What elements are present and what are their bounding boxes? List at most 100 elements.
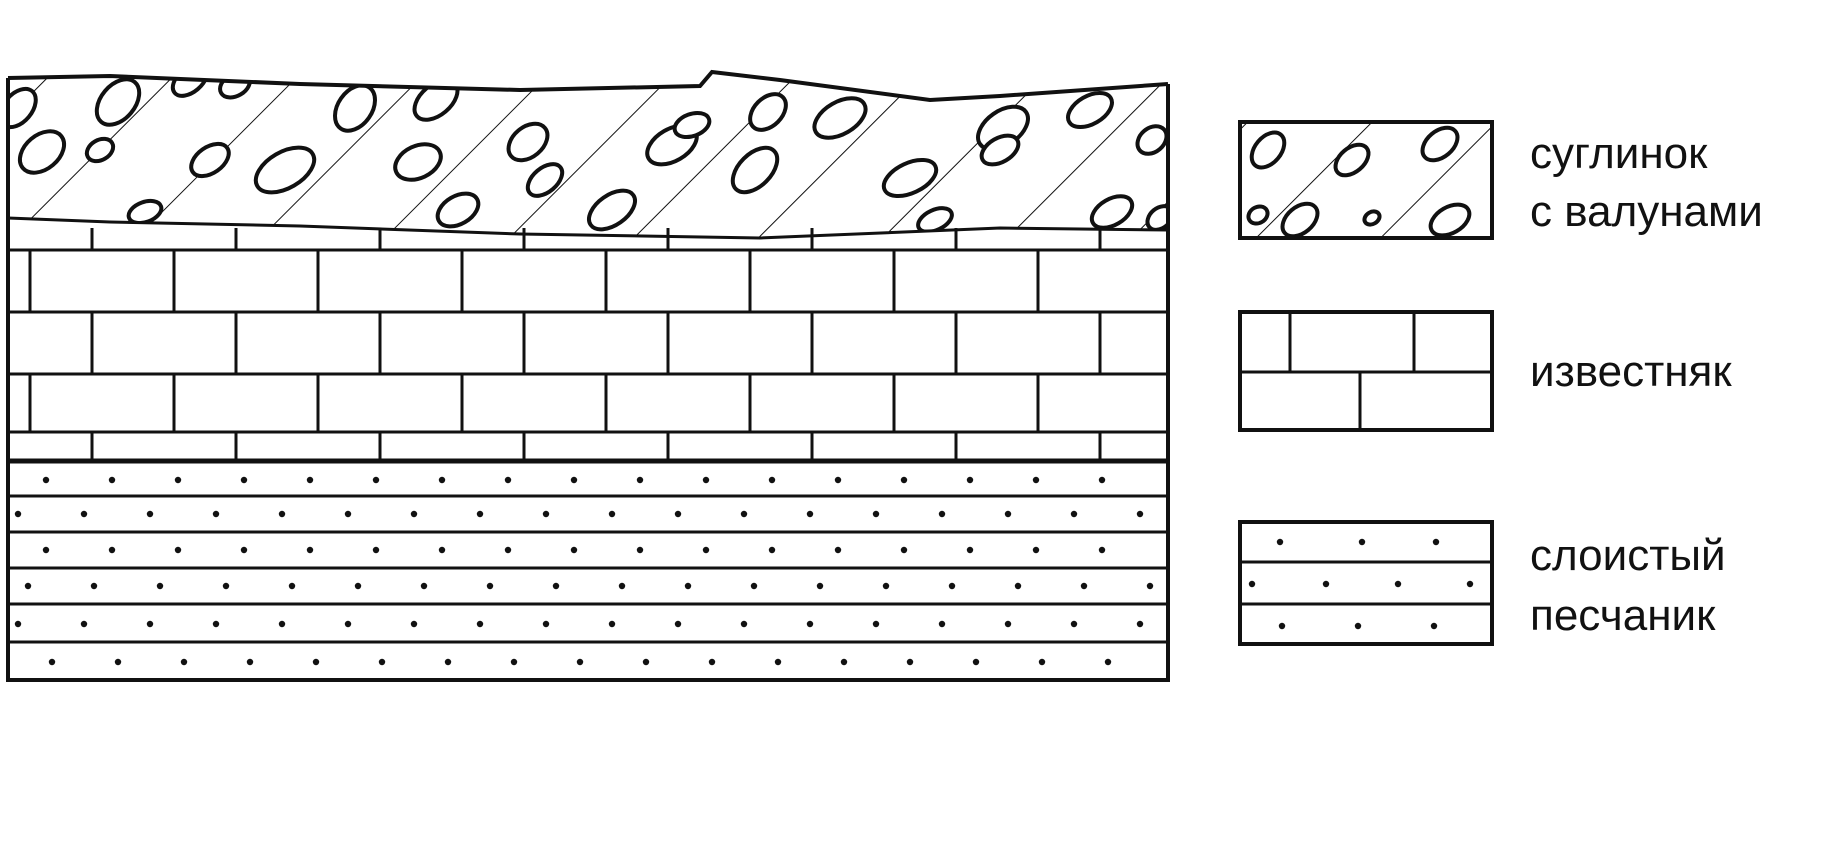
sand-grain-dot	[570, 476, 578, 484]
section-frame	[6, 78, 1170, 682]
sand-grain-dot	[344, 620, 352, 628]
sand-grain-dot	[900, 476, 908, 484]
sand-grain-dot	[312, 658, 320, 666]
sand-grain-dot	[1394, 580, 1402, 588]
boulder	[84, 136, 116, 164]
sand-grain-dot	[576, 658, 584, 666]
sand-grain-dot	[504, 546, 512, 554]
boulders-group	[8, 72, 1168, 234]
sand-grain-dot	[444, 658, 452, 666]
legend-swatch-loam	[1238, 120, 1494, 240]
legend-item-sandstone: слоистый песчаник	[1238, 520, 1726, 646]
sand-grain-dot	[80, 620, 88, 628]
sand-grain-dot	[1430, 622, 1438, 630]
boulder	[748, 92, 788, 132]
legend-label-sandstone-line2: песчаник	[1530, 591, 1716, 640]
sand-grain-dot	[180, 658, 188, 666]
boulder	[881, 157, 939, 199]
sand-grain-dot	[42, 476, 50, 484]
sand-grain-dot	[174, 546, 182, 554]
boulder	[435, 191, 481, 229]
boulder	[587, 188, 637, 232]
sand-grain-dot	[1038, 658, 1046, 666]
sand-grain-dot	[1466, 580, 1474, 588]
sand-grain-dot	[542, 620, 550, 628]
sand-grain-dot	[774, 658, 782, 666]
boulder	[253, 145, 317, 195]
sand-grain-dot	[1136, 620, 1144, 628]
sand-grain-dot	[24, 582, 32, 590]
sand-grain-dot	[344, 510, 352, 518]
sand-grain-dot	[108, 546, 116, 554]
boulder	[1420, 125, 1460, 163]
sand-grain-dot	[278, 510, 286, 518]
sand-grain-dot	[702, 476, 710, 484]
sand-grain-dot	[816, 582, 824, 590]
boulder	[1333, 142, 1371, 178]
sand-grain-dot	[1136, 510, 1144, 518]
sand-grain-dot	[1014, 582, 1022, 590]
legend-item-loam: суглинок с валунами	[1238, 120, 1763, 240]
sand-grain-dot	[938, 510, 946, 518]
sand-grain-dot	[1032, 546, 1040, 554]
legend-label-loam-line1: суглинок	[1530, 129, 1708, 178]
sand-grain-dot	[476, 510, 484, 518]
sand-grain-dot	[840, 658, 848, 666]
boulder	[525, 162, 565, 198]
sand-grain-dot	[90, 582, 98, 590]
sand-grain-dot	[278, 620, 286, 628]
sand-grain-dot	[1098, 476, 1106, 484]
sand-grain-dot	[212, 620, 220, 628]
sand-grain-dot	[1248, 580, 1256, 588]
sand-grain-dot	[246, 658, 254, 666]
sand-grain-dot	[608, 510, 616, 518]
sand-grain-dot	[510, 658, 518, 666]
sand-grain-dot	[1004, 510, 1012, 518]
sand-grain-dot	[740, 620, 748, 628]
legend-item-limestone: известняк	[1238, 310, 1732, 432]
sand-grain-dot	[552, 582, 560, 590]
sand-grain-dot	[740, 510, 748, 518]
sand-grain-dot	[306, 546, 314, 554]
sand-grain-dot	[1032, 476, 1040, 484]
sand-grain-dot	[570, 546, 578, 554]
legend-swatch-limestone	[1238, 310, 1494, 432]
sand-grain-dot	[288, 582, 296, 590]
boulder	[1089, 194, 1135, 230]
boulder	[1362, 209, 1382, 227]
loam-layer	[7, 69, 1169, 240]
sand-grain-dot	[1432, 538, 1440, 546]
sand-grain-dot	[146, 620, 154, 628]
sand-grain-dot	[476, 620, 484, 628]
boulder	[506, 121, 550, 163]
boulder	[979, 133, 1021, 167]
boulder	[1020, 72, 1052, 81]
sandstone-layer	[8, 460, 1168, 666]
sand-grain-dot	[972, 658, 980, 666]
sand-grain-dot	[702, 546, 710, 554]
limestone-layer	[8, 228, 1168, 462]
sand-grain-dot	[48, 658, 56, 666]
sand-grain-dot	[806, 620, 814, 628]
sand-grain-dot	[108, 476, 116, 484]
boulder	[672, 110, 712, 140]
sand-grain-dot	[684, 582, 692, 590]
sand-grain-dot	[806, 510, 814, 518]
sand-grain-dot	[1322, 580, 1330, 588]
sand-grain-dot	[1070, 620, 1078, 628]
sand-grain-dot	[420, 582, 428, 590]
legend-boulders-group	[1246, 125, 1472, 238]
legend: суглинок с валунами известняк слоистый п…	[1238, 120, 1763, 646]
sand-grain-dot	[900, 546, 908, 554]
sand-grain-dot	[306, 476, 314, 484]
boulder	[1246, 204, 1270, 226]
sand-grain-dot	[240, 546, 248, 554]
sand-grain-dot	[1354, 622, 1362, 630]
sand-grain-dot	[1098, 546, 1106, 554]
sand-grain-dot	[354, 582, 362, 590]
sand-grain-dot	[1276, 538, 1284, 546]
sand-grain-dot	[618, 582, 626, 590]
sand-grain-dot	[872, 620, 880, 628]
sand-grain-dot	[642, 658, 650, 666]
